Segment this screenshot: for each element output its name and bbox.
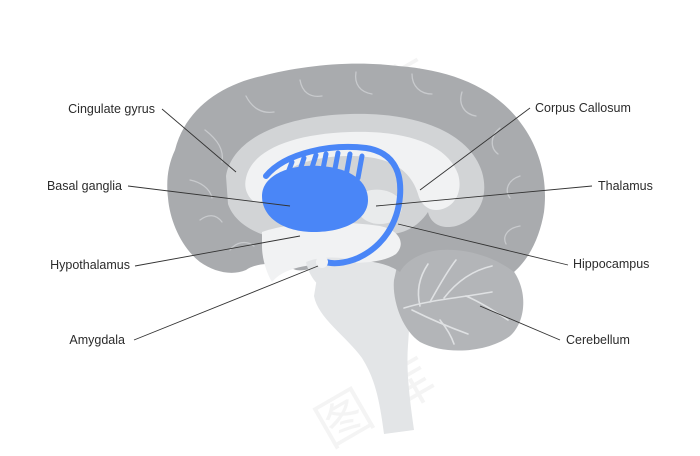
label-hypothalamus: Hypothalamus (50, 258, 130, 272)
label-hippocampus: Hippocampus (573, 257, 650, 271)
svg-text:图: 图 (305, 378, 383, 456)
label-cerebellum: Cerebellum (566, 333, 630, 347)
leader-cerebellum (479, 305, 561, 341)
fornix (263, 144, 404, 267)
leader-hypothalamus (134, 235, 301, 267)
label-thalamus: Thalamus (598, 179, 653, 193)
leader-thalamus (375, 185, 593, 207)
leader-cingulate-gyrus (161, 108, 237, 173)
label-cingulate-gyrus: Cingulate gyrus (68, 102, 155, 116)
limbic-highlight (262, 144, 404, 267)
basal-ganglia (262, 165, 368, 232)
corpus-callosum (245, 131, 460, 210)
leader-corpus-callosum (419, 107, 531, 191)
brainstem (314, 255, 414, 434)
label-corpus-callosum: Corpus Callosum (535, 101, 631, 115)
amygdala-node (316, 256, 328, 268)
leader-lines (127, 107, 593, 341)
label-amygdala: Amygdala (69, 333, 125, 347)
sulci (189, 71, 521, 251)
label-basal-ganglia: Basal ganglia (46, 179, 122, 193)
leader-basal-ganglia (127, 185, 291, 207)
leader-amygdala (133, 265, 319, 341)
leader-hippocampus (397, 223, 569, 266)
diencephalon (262, 222, 401, 282)
cerebellum-folia (403, 259, 509, 345)
